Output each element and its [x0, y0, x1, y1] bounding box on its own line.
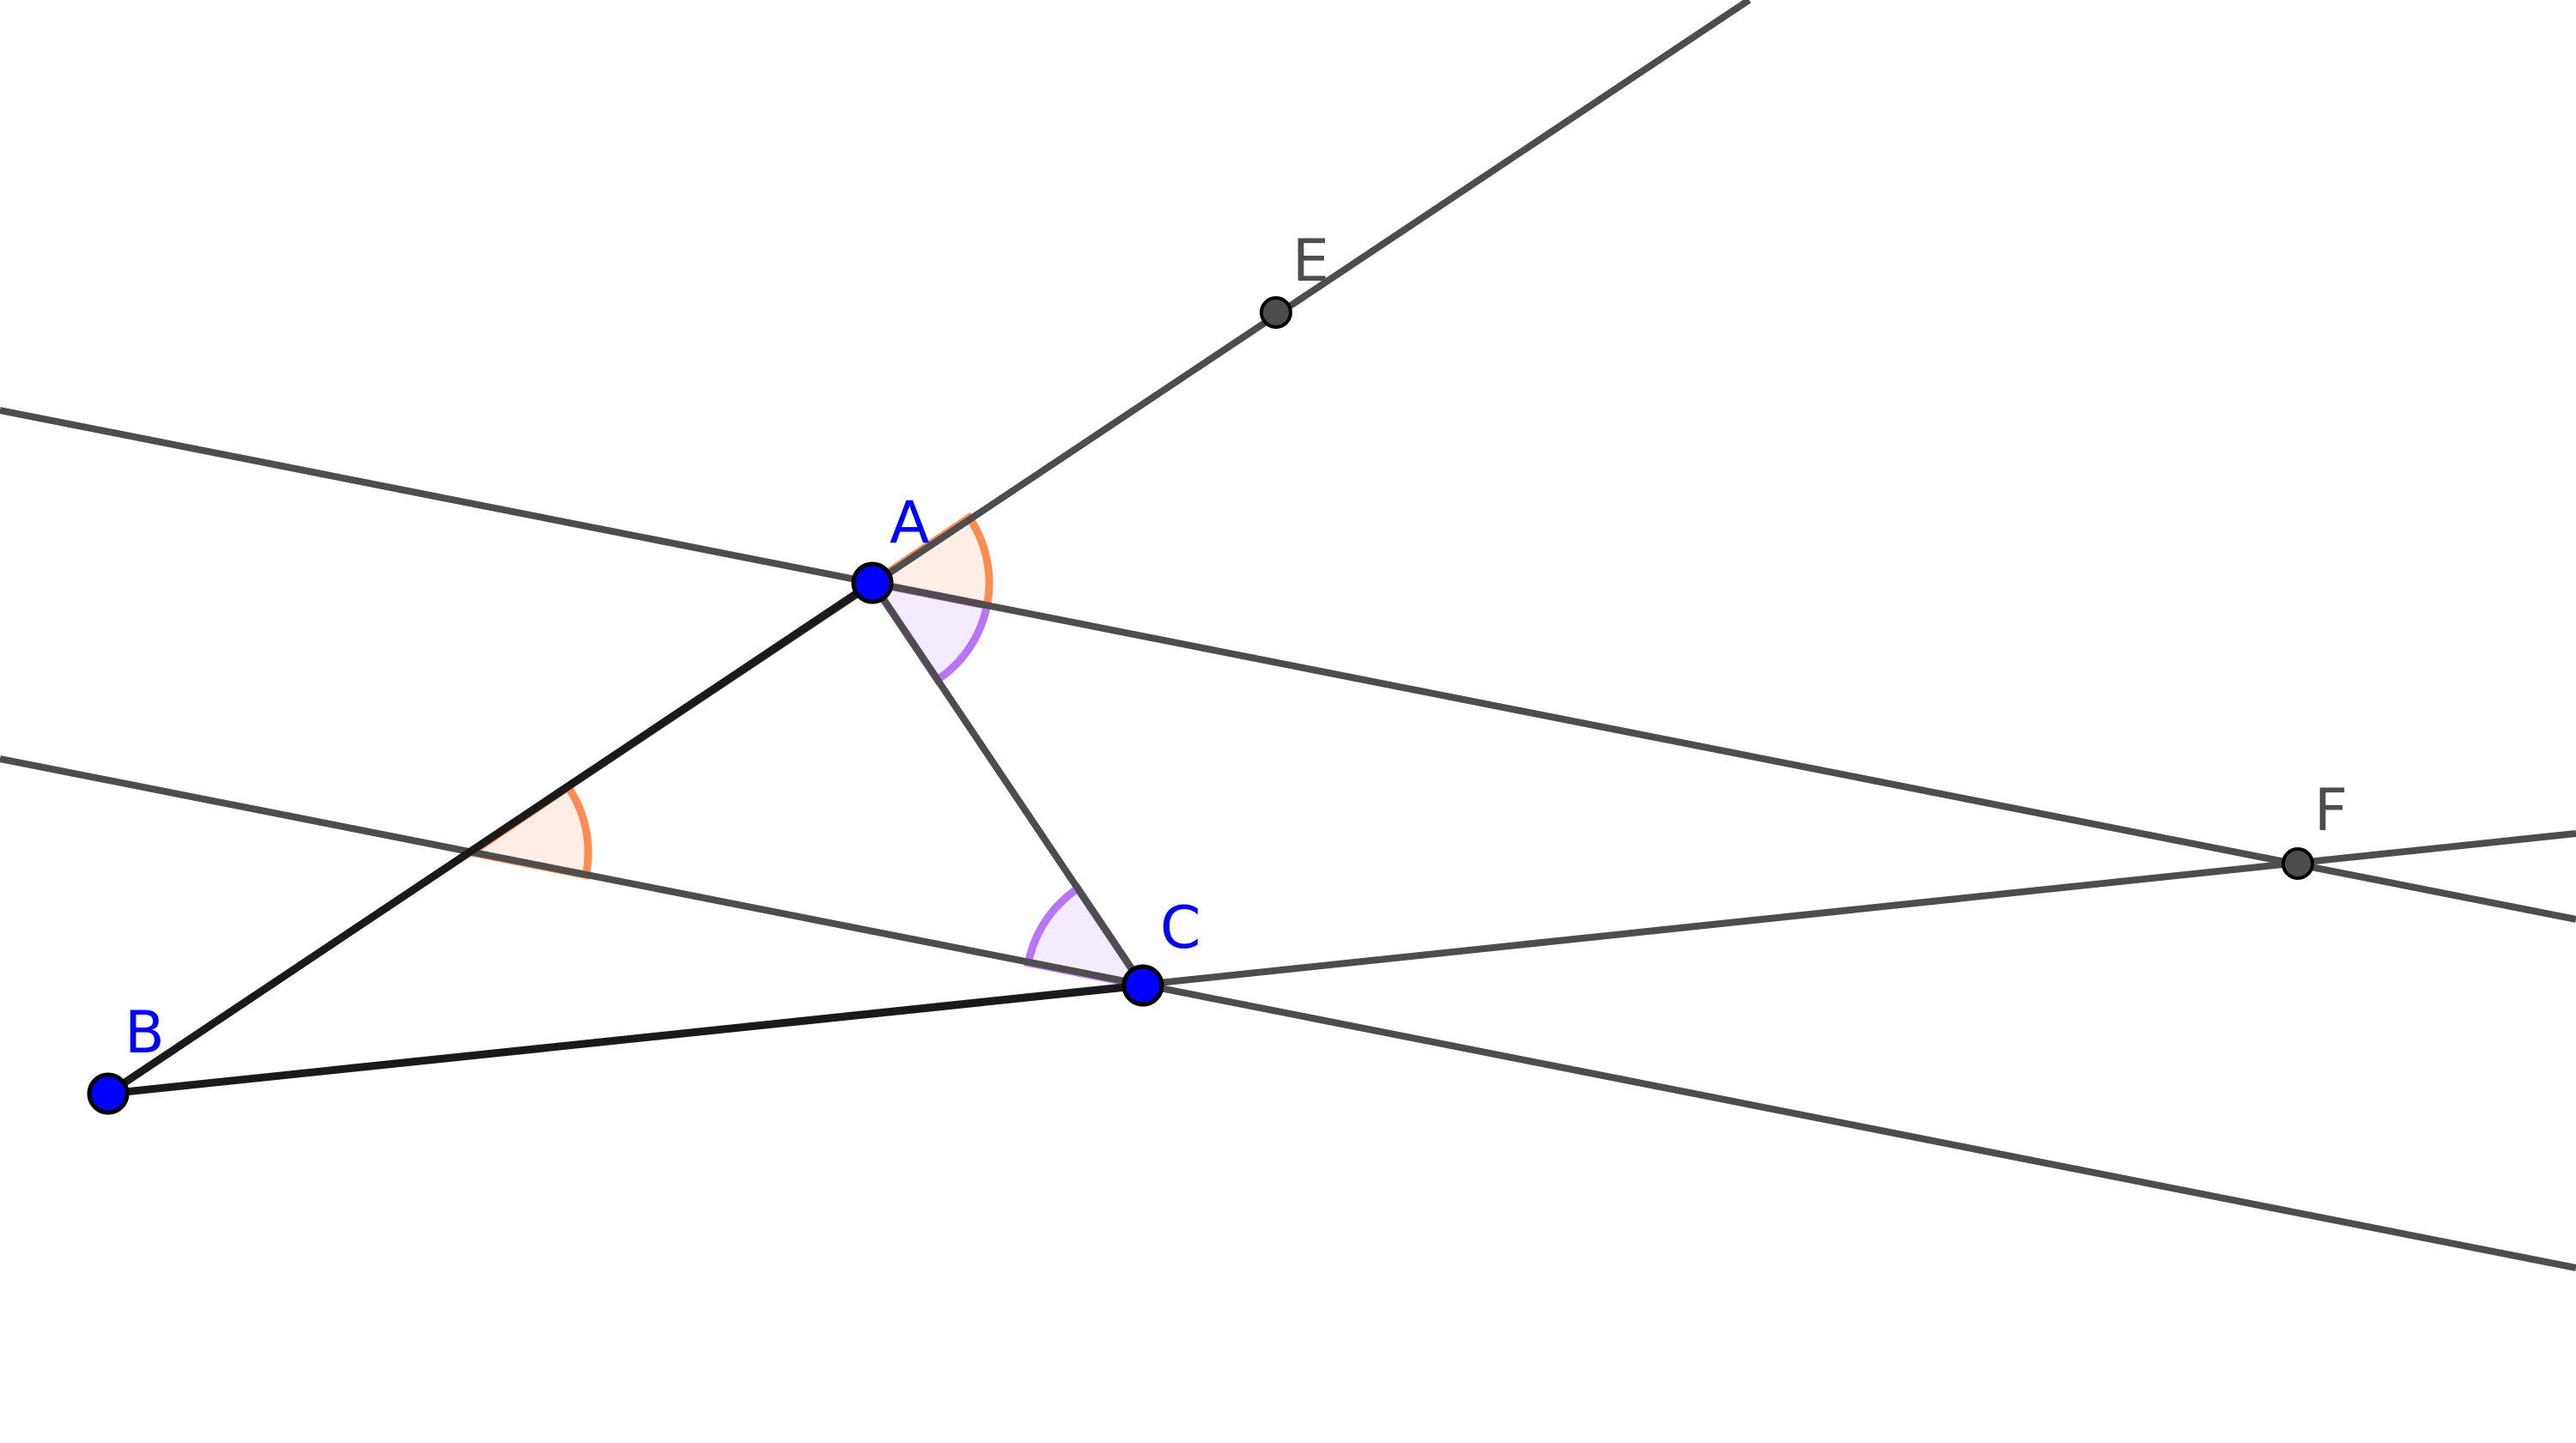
point-E[interactable]	[1260, 296, 1292, 329]
point-B[interactable]	[87, 1072, 130, 1115]
point-C[interactable]	[1121, 964, 1164, 1007]
point-label-F: F	[2314, 777, 2348, 845]
line-through-A-and-F[interactable]	[0, 407, 2576, 923]
segment-BC[interactable]	[107, 981, 1144, 1098]
point-label-C: C	[1160, 894, 1200, 962]
angle-FAC[interactable]	[864, 577, 992, 686]
point-label-E: E	[1292, 227, 1329, 295]
angle-at-AB-parallel-intersection[interactable]	[461, 781, 592, 880]
segment-AB[interactable]	[106, 579, 875, 1097]
segment-AC[interactable]	[869, 580, 1146, 988]
angle-ACparallel[interactable]	[1024, 882, 1151, 991]
point-label-A: A	[890, 489, 930, 557]
point-label-B: B	[125, 999, 165, 1067]
point-A[interactable]	[851, 561, 894, 604]
point-F[interactable]	[2281, 847, 2314, 880]
parallel-line-through-C[interactable]	[0, 755, 2576, 1271]
